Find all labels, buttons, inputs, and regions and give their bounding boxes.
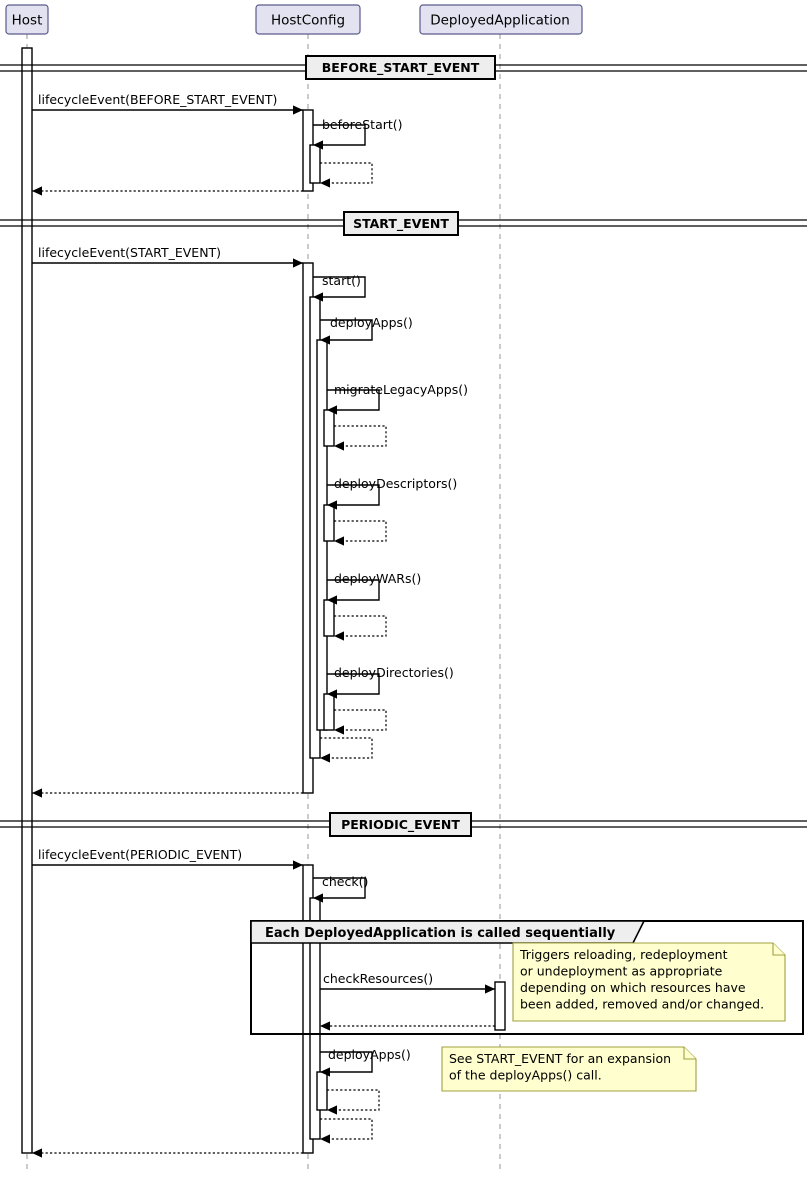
arrowhead-m8 (327, 405, 337, 415)
arrowhead-m14 (327, 689, 337, 699)
message-path-m2 (313, 124, 366, 146)
note-line-note-check-resources-3: been added, removed and/or changed. (520, 997, 764, 1012)
message-label-m2: beforeStart() (322, 117, 403, 132)
participant-label-hostconfig: HostConfig (271, 13, 345, 29)
group-label-group-sequential: Each DeployedApplication is called seque… (265, 926, 616, 941)
message-path-m9 (334, 425, 387, 447)
message-label-m7: deployApps() (330, 315, 413, 330)
message-path-m7 (320, 319, 373, 341)
note-body-note-check-resources (512, 942, 786, 1022)
arrowhead-m6 (313, 292, 323, 302)
arrowhead-m16 (320, 753, 330, 763)
message-path-m8 (327, 389, 380, 411)
arrowhead-m17 (32, 788, 42, 798)
activation-bar-deployedapplication (494, 981, 506, 1031)
message-label-m1: lifecycleEvent(BEFORE_START_EVENT) (38, 92, 277, 107)
arrowhead-m20 (485, 984, 495, 994)
arrowhead-m15 (334, 725, 344, 735)
note-line-note-check-resources-2: depending on which resources have (520, 980, 746, 995)
activation-bar-hostconfig (323, 409, 335, 447)
message-label-m19: check() (322, 874, 368, 889)
message-path-m11 (334, 520, 387, 542)
participant-box-hostconfig[interactable] (255, 4, 361, 35)
arrowhead-m7 (320, 335, 330, 345)
message-path-m10 (327, 484, 380, 506)
divider-box-periodic-event (329, 812, 472, 837)
note-fold-note-deploy-apps (683, 1047, 696, 1060)
message-label-m14: deployDirectories() (334, 665, 454, 680)
divider-label-periodic-event: PERIODIC_EVENT (341, 817, 460, 833)
divider-box-start-event (343, 211, 459, 236)
message-path-m15 (334, 709, 387, 731)
arrowhead-m24 (320, 1134, 330, 1144)
arrowhead-m18 (293, 860, 303, 870)
message-path-m14 (327, 673, 380, 695)
arrowhead-m13 (334, 631, 344, 641)
message-label-m8: migrateLegacyApps() (334, 382, 468, 397)
arrowhead-m25 (32, 1148, 42, 1158)
arrowhead-m19 (313, 893, 323, 903)
message-path-m12 (327, 579, 380, 601)
activation-bar-hostconfig (316, 1071, 328, 1111)
activation-bar-host (21, 47, 33, 1154)
arrowhead-m11 (334, 536, 344, 546)
arrowhead-m21 (320, 1021, 330, 1031)
message-path-m16 (320, 737, 373, 759)
message-label-m6: start() (322, 273, 361, 288)
message-label-m18: lifecycleEvent(PERIODIC_EVENT) (38, 847, 242, 862)
message-label-m10: deployDescriptors() (334, 476, 457, 491)
participant-label-host: Host (12, 13, 43, 29)
arrowhead-m23 (327, 1105, 337, 1115)
arrowhead-m10 (327, 500, 337, 510)
note-line-note-deploy-apps-0: See START_EVENT for an expansion (449, 1051, 671, 1066)
arrowhead-m3 (320, 178, 330, 188)
arrowhead-m4 (32, 186, 42, 196)
message-path-m13 (334, 615, 387, 637)
activation-bar-hostconfig (323, 599, 335, 637)
message-label-m12: deployWARs() (334, 571, 421, 586)
arrowhead-m9 (334, 441, 344, 451)
message-path-m23 (327, 1089, 380, 1111)
arrowhead-m2 (313, 140, 323, 150)
participant-label-deployedapplication: DeployedApplication (430, 13, 570, 29)
arrowhead-m1 (293, 105, 303, 115)
participant-box-host[interactable] (5, 4, 49, 35)
message-label-m20: checkResources() (323, 971, 433, 986)
message-label-m5: lifecycleEvent(START_EVENT) (38, 245, 221, 260)
divider-label-before-start-event: BEFORE_START_EVENT (322, 60, 480, 76)
note-line-note-deploy-apps-1: of the deployApps() call. (449, 1068, 602, 1083)
message-label-m22: deployApps() (328, 1047, 411, 1062)
message-path-m6 (313, 276, 366, 298)
note-fold-note-check-resources (772, 943, 785, 956)
message-path-m22 (320, 1051, 373, 1073)
participant-box-deployedapplication[interactable] (419, 4, 583, 35)
divider-label-start-event: START_EVENT (353, 216, 449, 232)
arrowhead-m12 (327, 595, 337, 605)
message-path-m3 (320, 162, 373, 184)
divider-box-before-start-event (305, 55, 496, 80)
arrowhead-m22 (320, 1067, 330, 1077)
message-path-m24 (320, 1118, 373, 1140)
note-body-note-deploy-apps (441, 1046, 697, 1092)
note-line-note-check-resources-0: Triggers reloading, redeployment (519, 947, 728, 962)
activation-bar-hostconfig (323, 693, 335, 731)
arrowhead-m5 (293, 258, 303, 268)
note-line-note-check-resources-1: or undeployment as appropriate (520, 964, 723, 979)
activation-bar-hostconfig (309, 144, 321, 184)
activation-bar-hostconfig (323, 504, 335, 542)
message-path-m19 (313, 877, 366, 899)
